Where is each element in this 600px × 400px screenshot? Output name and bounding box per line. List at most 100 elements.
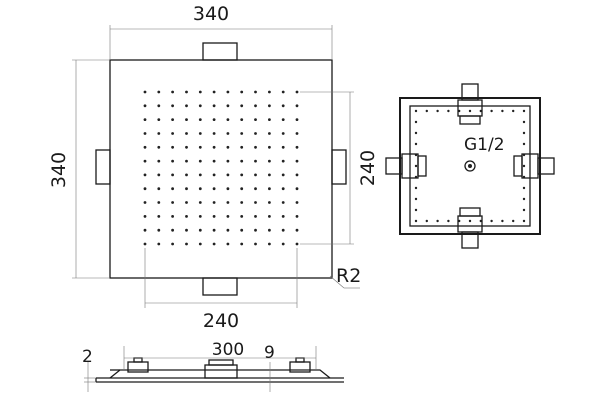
nozzle-dot	[143, 159, 147, 163]
nozzle-dot	[240, 145, 244, 149]
nozzle-dot	[198, 118, 202, 121]
nozzle-dot	[157, 104, 161, 108]
nozzle-dot	[143, 132, 147, 135]
front-bracket-left	[95, 149, 111, 185]
back-dot	[522, 142, 526, 146]
dim-side-thickness: 2	[82, 347, 96, 392]
nozzle-dot	[268, 90, 271, 94]
back-dot	[468, 109, 472, 113]
nozzle-dot	[254, 132, 257, 135]
back-dot	[522, 186, 526, 190]
dim-side-span-label: 300	[212, 340, 244, 360]
back-dot	[468, 219, 472, 223]
nozzle-dot	[198, 242, 202, 246]
front-bracket-top	[202, 42, 238, 61]
nozzle-dot	[157, 242, 161, 246]
nozzle-dot	[198, 173, 202, 177]
nozzle-dot	[281, 201, 285, 204]
nozzle-dot	[171, 173, 175, 177]
back-dot	[414, 131, 418, 135]
nozzle-dot	[254, 159, 257, 163]
nozzle-dot	[198, 145, 202, 149]
dim-side-span: 300	[123, 340, 317, 370]
dim-overall-height-label: 340	[48, 152, 70, 188]
nozzle-dot	[171, 132, 175, 135]
nozzle-dot	[185, 159, 188, 163]
nozzle-dot	[157, 132, 161, 135]
back-dot	[414, 164, 418, 168]
back-dot	[512, 109, 515, 113]
nozzle-dot	[295, 90, 299, 94]
nozzle-dot	[254, 145, 257, 149]
nozzle-dot	[295, 159, 299, 163]
nozzle-dot	[185, 104, 188, 108]
nozzle-dot	[212, 201, 216, 204]
nozzle-dot	[268, 228, 271, 232]
back-dot	[414, 208, 418, 212]
front-view: 340 340 240 240 R2	[48, 3, 379, 332]
nozzle-dot	[157, 90, 161, 94]
dim-overall-width: 340	[109, 3, 333, 60]
back-inner-frame	[409, 105, 531, 227]
back-bracket-top	[457, 83, 483, 125]
nozzle-dot	[254, 118, 257, 121]
nozzle-dot	[268, 159, 271, 163]
nozzle-dot	[295, 132, 299, 135]
nozzle-dot	[281, 132, 285, 135]
nozzle-dot	[143, 242, 147, 246]
nozzle-dot	[226, 118, 230, 121]
nozzle-dot	[185, 201, 188, 204]
back-outer-frame	[399, 97, 541, 235]
nozzle-dot	[295, 187, 299, 191]
nozzle-dot	[268, 187, 271, 191]
nozzle-dot	[171, 187, 175, 191]
nozzle-dot	[185, 242, 188, 246]
nozzle-dot	[171, 215, 175, 218]
nozzle-dot	[198, 90, 202, 94]
nozzle-dot	[143, 145, 147, 149]
back-dot	[512, 219, 515, 223]
nozzle-dot	[157, 173, 161, 177]
nozzle-dot	[295, 201, 299, 204]
nozzle-dot	[281, 173, 285, 177]
dim-side-offset: 9	[264, 343, 275, 392]
back-dot	[447, 219, 450, 223]
nozzle-dot	[185, 118, 188, 121]
back-dot	[522, 219, 526, 223]
nozzle-dot	[157, 118, 161, 121]
back-dot	[522, 197, 526, 201]
nozzle-dot	[198, 187, 202, 191]
nozzle-dot	[281, 90, 285, 94]
back-dot	[436, 219, 439, 223]
nozzle-dot	[157, 159, 161, 163]
nozzle-dot	[281, 118, 285, 121]
nozzle-dot	[198, 201, 202, 204]
back-dot	[522, 109, 526, 113]
nozzle-dot	[157, 145, 161, 149]
nozzle-dot	[157, 201, 161, 204]
nozzle-dot	[171, 159, 175, 163]
nozzle-dot	[240, 228, 244, 232]
nozzle-dot	[281, 104, 285, 108]
nozzle-dot	[226, 187, 230, 191]
back-dot	[414, 186, 418, 190]
nozzle-dot	[254, 242, 257, 246]
nozzle-dot	[143, 201, 147, 204]
back-dot	[522, 131, 526, 135]
back-dot	[436, 109, 439, 113]
back-dot	[490, 109, 493, 113]
nozzle-dot	[212, 132, 216, 135]
nozzle-dot	[157, 228, 161, 232]
back-dot	[414, 197, 418, 201]
back-dot	[490, 219, 493, 223]
nozzle-dot	[226, 145, 230, 149]
side-view: 2 300 9	[82, 340, 344, 392]
nozzle-dot	[143, 187, 147, 191]
nozzle-dot	[171, 118, 175, 121]
side-valve-center	[204, 364, 238, 379]
nozzle-dot	[240, 201, 244, 204]
nozzle-dot	[295, 228, 299, 232]
nozzle-dot	[185, 187, 188, 191]
nozzle-dot	[226, 242, 230, 246]
